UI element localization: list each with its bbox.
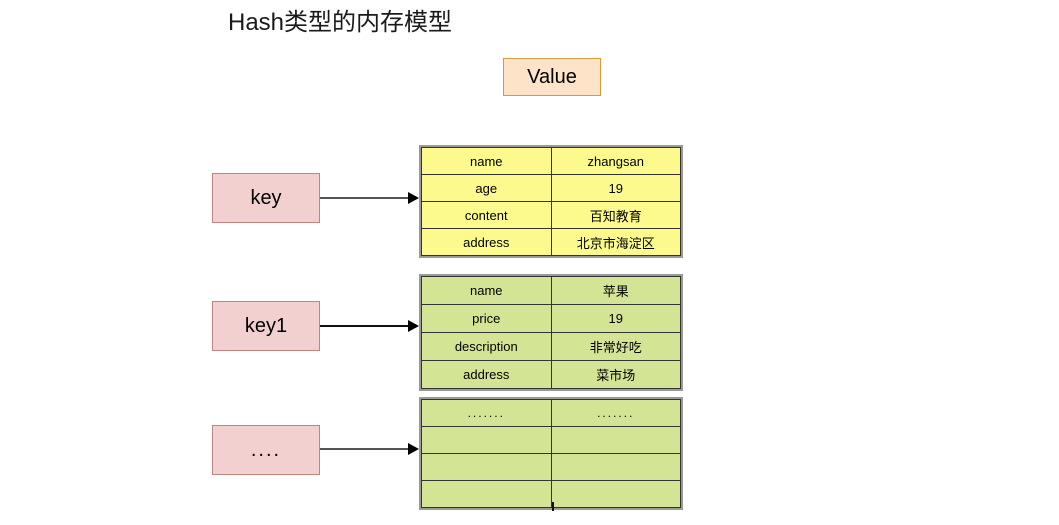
hash-table-1: name 苹果 price 19 description 非常好吃 addres… bbox=[419, 274, 683, 391]
key-box-2[interactable]: .... bbox=[212, 425, 320, 475]
arrow-head-icon bbox=[408, 443, 419, 455]
table-row: name zhangsan bbox=[421, 147, 681, 175]
value-legend-box: Value bbox=[503, 58, 601, 96]
value-legend-label: Value bbox=[527, 65, 577, 88]
field-cell bbox=[421, 426, 552, 454]
table-row bbox=[421, 426, 681, 454]
arrow-shaft bbox=[320, 325, 410, 327]
arrow-key-0 bbox=[320, 192, 419, 204]
field-cell: name bbox=[421, 276, 552, 305]
arrow-head-icon bbox=[408, 192, 419, 204]
value-cell: 百知教育 bbox=[550, 201, 681, 229]
value-cell: 非常好吃 bbox=[550, 332, 681, 361]
field-cell: price bbox=[421, 304, 552, 333]
field-cell bbox=[421, 453, 552, 481]
arrow-shaft bbox=[320, 197, 410, 199]
page-title: Hash类型的内存模型 bbox=[228, 9, 453, 36]
value-cell bbox=[550, 453, 681, 481]
key-label-2: .... bbox=[250, 438, 282, 461]
table-row: name 苹果 bbox=[421, 276, 681, 305]
field-cell: age bbox=[421, 174, 552, 202]
table-row: content 百知教育 bbox=[421, 201, 681, 229]
table-row bbox=[421, 453, 681, 481]
field-cell: address bbox=[421, 228, 552, 256]
table-row: ....... ....... bbox=[421, 399, 681, 427]
table-row: address 菜市场 bbox=[421, 360, 681, 389]
hash-table-2: ....... ....... bbox=[419, 397, 683, 510]
arrow-key-1 bbox=[320, 320, 419, 332]
field-cell: name bbox=[421, 147, 552, 175]
value-cell bbox=[550, 426, 681, 454]
value-cell: 19 bbox=[550, 174, 681, 202]
key-label-0: key bbox=[250, 186, 282, 209]
table-row: description 非常好吃 bbox=[421, 332, 681, 361]
key-box-1[interactable]: key1 bbox=[212, 301, 320, 351]
arrow-head-icon bbox=[408, 320, 419, 332]
value-cell: 北京市海淀区 bbox=[550, 228, 681, 256]
table-row: age 19 bbox=[421, 174, 681, 202]
table-tail-line bbox=[552, 502, 554, 511]
field-cell bbox=[421, 480, 552, 508]
table-row: price 19 bbox=[421, 304, 681, 333]
field-cell: address bbox=[421, 360, 552, 389]
hash-table-0: name zhangsan age 19 content 百知教育 addres… bbox=[419, 145, 683, 258]
value-cell: 苹果 bbox=[550, 276, 681, 305]
arrow-key-2 bbox=[320, 443, 419, 455]
field-cell: description bbox=[421, 332, 552, 361]
key-box-0[interactable]: key bbox=[212, 173, 320, 223]
value-cell: 菜市场 bbox=[550, 360, 681, 389]
value-cell: zhangsan bbox=[550, 147, 681, 175]
table-row bbox=[421, 480, 681, 508]
field-cell: content bbox=[421, 201, 552, 229]
value-cell: ....... bbox=[550, 399, 681, 427]
arrow-shaft bbox=[320, 448, 410, 450]
key-label-1: key1 bbox=[244, 314, 288, 337]
table-row: address 北京市海淀区 bbox=[421, 228, 681, 256]
value-cell bbox=[550, 480, 681, 508]
field-cell: ....... bbox=[421, 399, 552, 427]
value-cell: 19 bbox=[550, 304, 681, 333]
